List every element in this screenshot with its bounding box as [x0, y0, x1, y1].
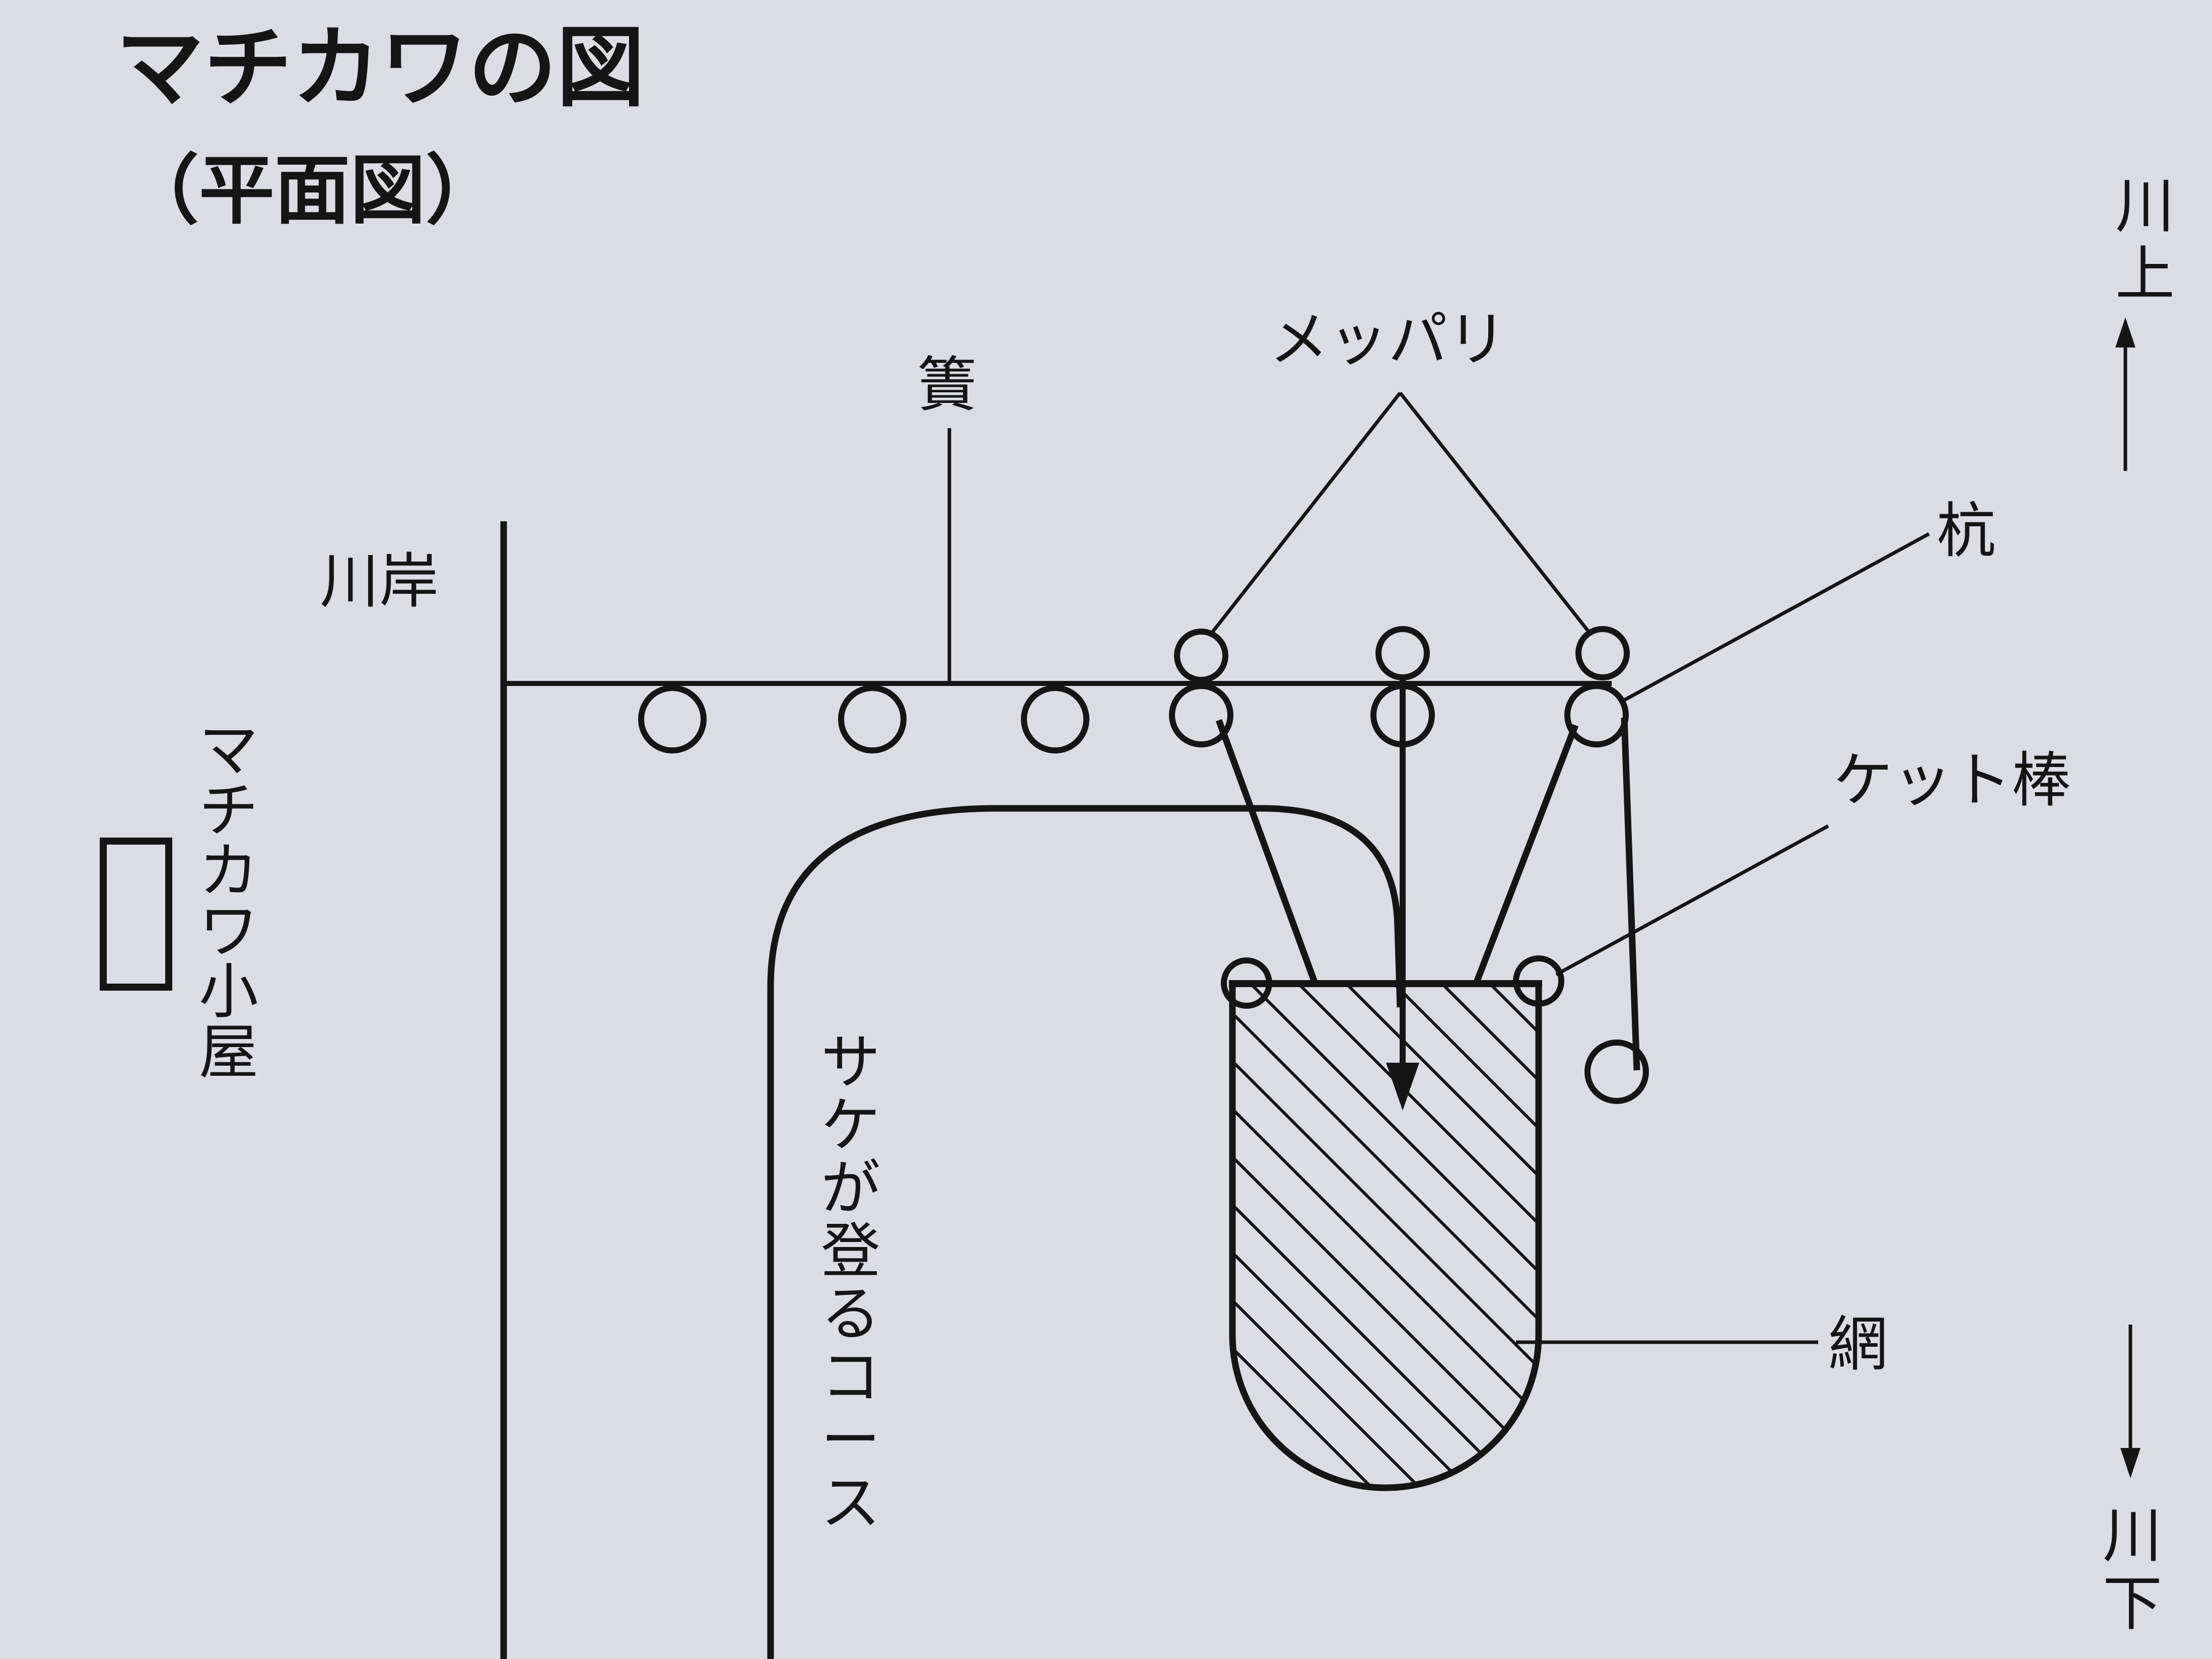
ketto-bo-label: ケット棒 [1833, 745, 2071, 815]
hut-icon [100, 838, 172, 991]
net-mesh [1232, 984, 1539, 1488]
stake [638, 685, 707, 753]
meppari-post [1375, 626, 1430, 680]
stake [1564, 683, 1629, 747]
meppari-label: メッパリ [1269, 305, 1507, 374]
salmon-course-path [767, 805, 1404, 1659]
stake-leader [1623, 532, 1930, 702]
stakes [638, 683, 1629, 753]
page-subtitle: （平面図） [123, 147, 501, 235]
ketto-bo-left [1221, 957, 1272, 1009]
meppari-posts [1174, 626, 1630, 683]
downstream-marker: 川下 [2103, 1325, 2162, 1638]
net-label: 網 [1828, 1309, 1888, 1379]
page-title: マチカワの図 [116, 17, 645, 119]
stake [1021, 685, 1089, 753]
upstream-marker: 川上 [2115, 171, 2175, 471]
meppari-leaders [1210, 391, 1591, 635]
net-ropes [1215, 717, 1640, 1071]
downstream-arrow-icon [2120, 1448, 2140, 1478]
ketto-bo-right [1513, 955, 1564, 1007]
hut-label: マチカワ小屋 [199, 715, 258, 1087]
salmon-course-label: サケが登るコース [821, 1027, 880, 1538]
stake [838, 685, 907, 753]
weight-circle [1584, 1040, 1649, 1104]
meppari-post [1575, 626, 1630, 680]
upstream-label: 川上 [2115, 171, 2175, 309]
meppari-post [1174, 629, 1228, 683]
stake [1169, 683, 1233, 747]
upstream-arrow-icon [2115, 317, 2135, 348]
net-outline [1229, 980, 1542, 1491]
riverbank-label: 川岸 [320, 546, 439, 616]
downstream-label: 川下 [2103, 1501, 2162, 1638]
ketto-bo-leader [1555, 824, 1829, 977]
stake-label: 杭 [1937, 496, 1996, 566]
fence-label: 簀 [918, 350, 977, 420]
